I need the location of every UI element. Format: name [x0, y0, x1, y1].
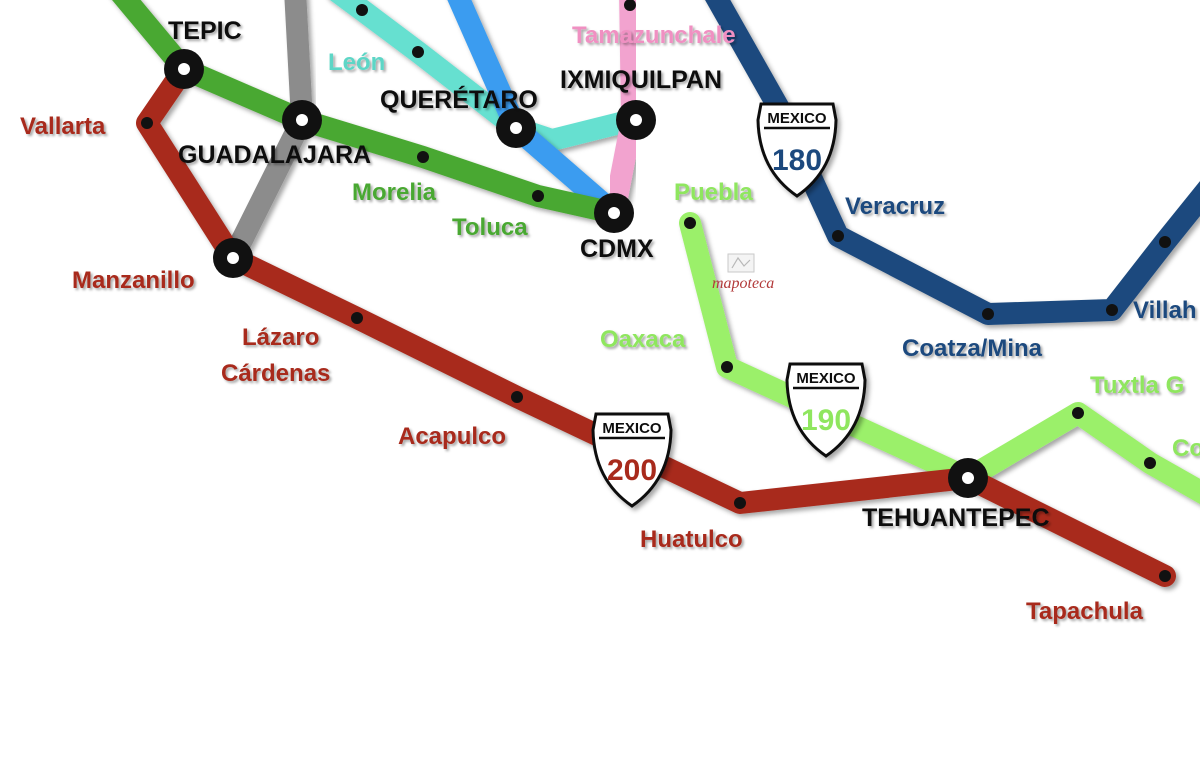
shield-190-number: 190: [801, 404, 851, 437]
label-cdmx: CDMX: [580, 235, 654, 263]
hub-manzanillo: [213, 238, 253, 278]
shield-190-country: MEXICO: [796, 370, 856, 387]
stop-huatulco: [734, 497, 746, 509]
stop-pink-top: [624, 0, 636, 11]
stop-toluca: [532, 190, 544, 202]
stop-oaxaca: [721, 361, 733, 373]
label-lazaro-2: Cárdenas: [221, 360, 330, 387]
label-guadalajara: GUADALAJARA: [178, 141, 371, 169]
label-queretaro: QUERÉTARO: [380, 85, 538, 114]
stop-comitan: [1144, 457, 1156, 469]
stop-veracruz: [832, 230, 844, 242]
hub-guadalajara: [282, 100, 322, 140]
shield-190: MEXICO 190: [785, 362, 867, 458]
shield-200-country: MEXICO: [602, 420, 662, 437]
label-coatza: Coatza/Mina: [902, 335, 1043, 362]
label-leon: León: [328, 49, 385, 76]
stop-puebla: [684, 217, 696, 229]
label-tehuantepec: TEHUANTEPEC: [862, 504, 1050, 532]
label-veracruz: Veracruz: [845, 193, 945, 220]
stop-villahermosa: [1106, 304, 1118, 316]
hub-queretaro: [496, 108, 536, 148]
label-puebla: Puebla: [674, 179, 753, 206]
route-200: [136, 58, 1176, 587]
label-manzanillo: Manzanillo: [72, 267, 195, 294]
hubs: [164, 49, 988, 498]
stops: [141, 0, 1171, 582]
label-lazaro-1: Lázaro: [242, 324, 319, 351]
label-toluca: Toluca: [452, 214, 528, 241]
mapoteca-watermark: mapoteca: [712, 253, 774, 292]
watermark-text: mapoteca: [712, 275, 774, 292]
hub-ixmiquilpan: [616, 100, 656, 140]
label-oaxaca: Oaxaca: [600, 326, 686, 353]
label-tepic: TEPIC: [168, 17, 242, 45]
shield-200-number: 200: [607, 454, 657, 487]
label-comitan: Co: [1172, 435, 1200, 462]
label-huatulco: Huatulco: [640, 526, 743, 553]
stop-180-east: [1159, 236, 1171, 248]
label-ixmiquilpan: IXMIQUILPAN: [560, 66, 722, 94]
shield-180-country: MEXICO: [767, 110, 827, 127]
label-morelia: Morelia: [352, 179, 437, 206]
route-190: [679, 212, 1200, 505]
stop-acapulco: [511, 391, 523, 403]
city-labels: Vallarta Manzanillo Lázaro Cárdenas Acap…: [20, 22, 1200, 625]
label-tuxtla: Tuxtla G: [1090, 372, 1184, 399]
hub-labels: TEPIC GUADALAJARA QUERÉTARO IXMIQUILPAN …: [168, 17, 1050, 532]
stop-lazaro-cardenas: [351, 312, 363, 324]
label-villahermosa: Villah: [1133, 297, 1197, 324]
hub-tehuantepec: [948, 458, 988, 498]
label-acapulco: Acapulco: [398, 423, 506, 450]
stop-tuxtla: [1072, 407, 1084, 419]
stop-coatza: [982, 308, 994, 320]
stop-tapachula: [1159, 570, 1171, 582]
stop-cyan-top: [356, 4, 368, 16]
stop-morelia: [417, 151, 429, 163]
label-vallarta: Vallarta: [20, 113, 106, 140]
label-tapachula: Tapachula: [1026, 598, 1144, 625]
hub-cdmx: [594, 193, 634, 233]
shield-180: MEXICO 180: [756, 102, 838, 198]
label-tamazunchale: Tamazunchale: [572, 22, 736, 49]
stop-vallarta: [141, 117, 153, 129]
hub-tepic: [164, 49, 204, 89]
shield-180-number: 180: [772, 144, 822, 177]
shield-200: MEXICO 200: [591, 412, 673, 508]
stop-leon: [412, 46, 424, 58]
